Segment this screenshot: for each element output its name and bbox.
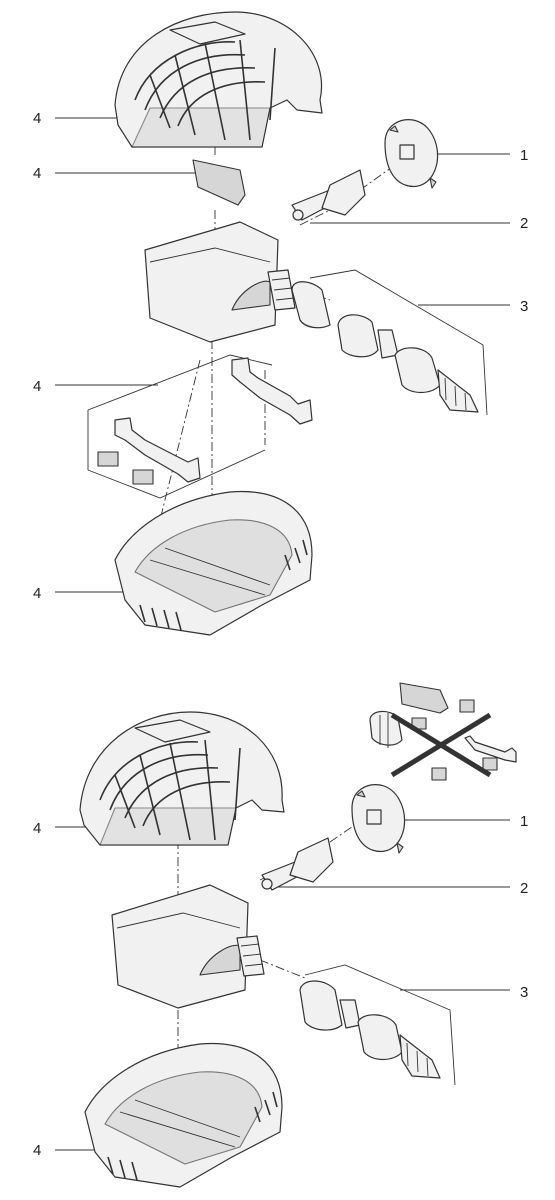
lower-cover-grid-ribs [99, 739, 241, 841]
upper-motor-housing [144, 221, 279, 343]
callout-upper-4-brackets: 4 [33, 378, 41, 395]
lower-impeller [261, 837, 334, 891]
lower-assembly: 4 1 2 3 4 [33, 682, 528, 1188]
lower-base [84, 1042, 283, 1188]
upper-connectors [267, 269, 479, 413]
upper-brackets [87, 357, 313, 499]
excluded-parts-group [369, 682, 517, 781]
upper-foam-block [192, 159, 246, 206]
callout-upper-4-top-cover: 4 [33, 110, 41, 127]
lower-cover-disc [351, 784, 406, 854]
callout-upper-1-cover-disc: 1 [520, 147, 528, 164]
lower-top-cover [79, 711, 285, 846]
callout-lower-1-cover-disc: 1 [520, 813, 528, 830]
upper-impeller [291, 169, 366, 221]
cross-out-mark [390, 712, 492, 778]
callout-upper-3-connectors: 3 [520, 298, 528, 315]
callout-lower-4-base: 4 [33, 1142, 41, 1159]
callout-upper-4-foam: 4 [33, 165, 41, 182]
upper-top-cover [114, 11, 323, 148]
callout-lower-2-impeller: 2 [520, 880, 528, 897]
callout-lower-4-top-cover: 4 [33, 820, 41, 837]
lower-connectors [236, 935, 441, 1079]
callout-lower-3-connectors: 3 [520, 984, 528, 1001]
upper-assembly: 4 4 1 2 3 4 4 [33, 11, 528, 636]
leader-lines-upper [55, 117, 510, 593]
callout-upper-2-impeller: 2 [520, 215, 528, 232]
base-vent-slots [139, 539, 308, 631]
callout-upper-4-base: 4 [33, 585, 41, 602]
upper-base [114, 490, 313, 636]
cover-grid-ribs [134, 39, 276, 141]
lower-motor-housing [111, 884, 249, 1009]
lower-base-vent-slots [107, 1091, 278, 1181]
upper-cover-disc [384, 119, 439, 189]
